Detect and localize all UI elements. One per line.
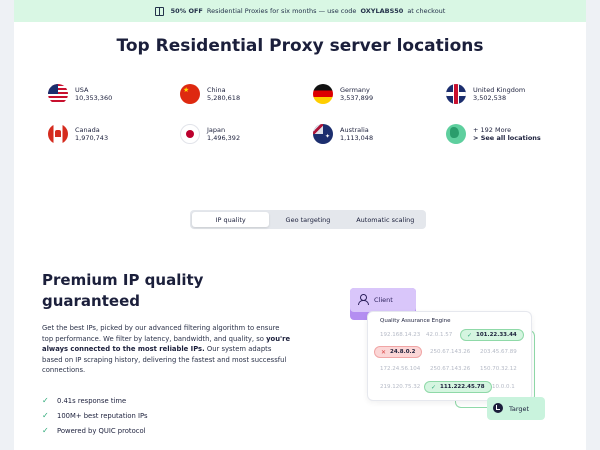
tab-ip-quality[interactable]: IP quality xyxy=(192,212,270,227)
location-name: United Kingdom xyxy=(473,85,526,94)
usa-flag-icon xyxy=(48,84,68,104)
globe-icon xyxy=(446,124,466,144)
tab-geo-targeting[interactable]: Geo targeting xyxy=(285,215,331,224)
promo-text: Residential Proxies for six months — use… xyxy=(206,7,357,15)
location-count: 1,496,392 xyxy=(207,134,241,142)
promo-banner: 50% OFF Residential Proxies for six mont… xyxy=(14,0,586,22)
promo-code: OXYLABS50 xyxy=(360,7,404,15)
location-count: 1,113,048 xyxy=(340,134,374,142)
quality-engine-diagram: Client Quality Assurance Engine 192.168.… xyxy=(345,285,555,420)
location-count: 1,970,743 xyxy=(75,134,109,142)
target-label: Target xyxy=(509,404,530,413)
ip-address: 219.120.75.32 xyxy=(380,384,421,390)
check-icon: ✓ xyxy=(42,411,49,420)
feature-tabs: IP quality Geo targeting Automatic scali… xyxy=(190,210,426,229)
check-icon: ✓ xyxy=(42,396,49,405)
check-icon: ✓ xyxy=(42,426,49,435)
accepted-ip-pill: ✓111.222.45.78 xyxy=(424,381,492,393)
ip-quality-heading: Premium IP quality guaranteed xyxy=(42,271,204,310)
ip-address: 150.70.32.12 xyxy=(480,366,517,372)
location-more[interactable]: + 192 More> See all locations xyxy=(446,124,541,144)
see-all-locations-link[interactable]: > See all locations xyxy=(473,134,541,142)
australia-flag-icon xyxy=(313,124,333,144)
ip-address: 250.67.143.26 xyxy=(430,366,471,372)
location-name: USA xyxy=(75,85,89,94)
gift-icon xyxy=(154,6,164,16)
engine-title: Quality Assurance Engine xyxy=(380,318,451,324)
ip-address: 250.67.143.26 xyxy=(430,349,471,355)
germany-flag-icon xyxy=(313,84,333,104)
ip-address: 10.0.0.1 xyxy=(492,384,515,390)
cross-icon: ✕ xyxy=(381,348,387,356)
ip-quality-description: Get the best IPs, picked by our advanced… xyxy=(42,324,291,375)
china-flag-icon xyxy=(180,84,200,104)
promo-suffix: at checkout xyxy=(407,7,446,15)
client-label: Client xyxy=(374,296,393,304)
feature-item: ✓Powered by QUIC protocol xyxy=(42,426,146,435)
location-count: 3,502,538 xyxy=(473,94,507,102)
rejected-ip-pill: ✕24.8.0.2 xyxy=(374,346,423,358)
feature-item: ✓0.41s response time xyxy=(42,396,127,405)
user-icon xyxy=(358,294,369,305)
location-name: Canada xyxy=(75,125,100,134)
location-name: Australia xyxy=(340,125,369,134)
accepted-ip-pill: ✓101.22.33.44 xyxy=(460,329,524,341)
uk-flag-icon xyxy=(446,84,466,104)
ip-address: 172.24.56.104 xyxy=(380,366,421,372)
promo-discount: 50% OFF xyxy=(170,7,203,15)
more-locations-count: + 192 More xyxy=(473,125,512,134)
tab-automatic-scaling[interactable]: Automatic scaling xyxy=(356,215,415,224)
locations-title: Top Residential Proxy server locations xyxy=(116,36,484,56)
feature-item: ✓100M+ best reputation IPs xyxy=(42,411,148,420)
location-count: 3,537,899 xyxy=(340,94,374,102)
ip-address: 192.168.14.23 xyxy=(380,332,421,338)
target-node: Target xyxy=(487,397,545,420)
canada-flag-icon xyxy=(48,124,68,144)
ip-address: 203.45.67.89 xyxy=(480,349,517,355)
ip-address: 42.0.1.57 xyxy=(426,332,453,338)
check-icon: ✓ xyxy=(467,331,473,339)
locations-panel xyxy=(14,22,586,244)
location-name: China xyxy=(207,85,226,94)
check-icon: ✓ xyxy=(431,383,437,391)
target-icon xyxy=(493,403,503,413)
japan-flag-icon xyxy=(180,124,200,144)
quality-assurance-engine: Quality Assurance Engine 192.168.14.23 4… xyxy=(367,311,532,401)
location-name: Germany xyxy=(340,85,370,94)
location-count: 5,280,618 xyxy=(207,94,241,102)
location-count: 10,353,360 xyxy=(75,94,113,102)
location-name: Japan xyxy=(207,125,226,134)
